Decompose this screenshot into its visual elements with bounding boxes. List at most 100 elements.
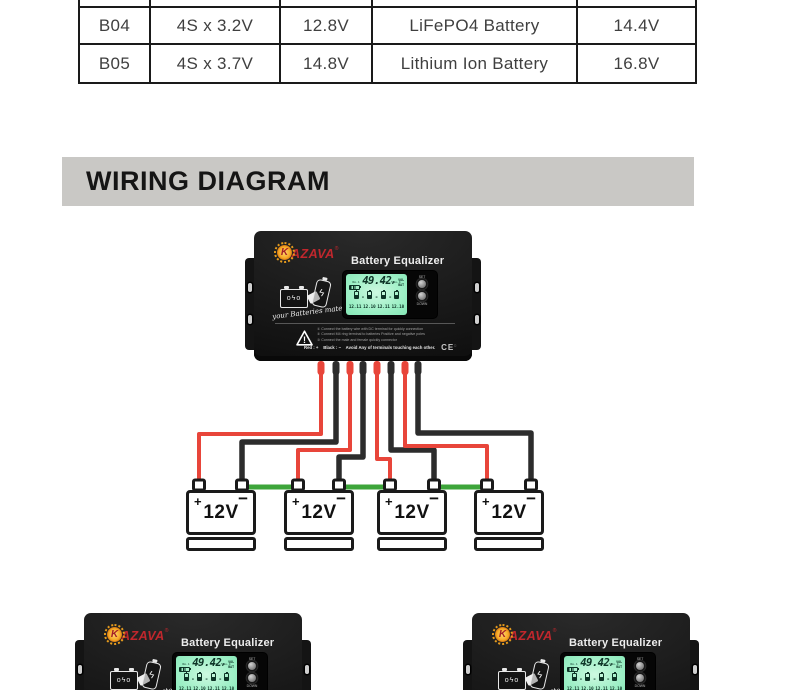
cell-battery-icon — [353, 290, 359, 299]
battery-equalizer-device: K AZAVA ® Battery Equalizer oϟo ϟ your B… — [245, 231, 481, 361]
battery-base — [186, 537, 256, 551]
brand-logo: K AZAVA ® — [492, 624, 557, 646]
battery-body: + 12V − — [474, 489, 544, 535]
wire-negative-1 — [239, 369, 339, 489]
screw-hole — [474, 283, 479, 292]
screw-hole — [77, 665, 82, 674]
battery-12v: + 12V − — [284, 489, 354, 551]
minus-terminal-label: − — [336, 489, 346, 508]
set-button[interactable] — [248, 662, 256, 670]
section-banner: WIRING DIAGRAM — [62, 157, 694, 206]
battery-equalizer-device: K AZAVA ® Battery Equalizer oϟo ϟ your B… — [75, 613, 311, 690]
total-voltage-readout: 49.42v — [362, 275, 394, 287]
cell-row: No.1 - No.2 - No.3 - No.4 — [570, 661, 619, 683]
cell-voltages: 12.11 12.10 12.11 12.10 — [348, 304, 405, 309]
screw-hole — [692, 665, 697, 674]
brand-text: AZAVA — [121, 629, 165, 643]
screw-hole — [465, 665, 470, 674]
battery-cylinder-icon: ϟ — [141, 660, 162, 690]
cell-config: 4S x 3.2V — [151, 8, 281, 43]
battery-equalizer-device: K AZAVA ® Battery Equalizer oϟo ϟ your B… — [463, 613, 699, 690]
equalizer-bottom-right: K AZAVA ® Battery Equalizer oϟo ϟ your B… — [463, 613, 699, 690]
battery-level-icon — [567, 666, 580, 672]
connector-terminals — [317, 361, 422, 375]
battery-cylinder-icon: ϟ — [529, 660, 550, 690]
cell-model: B05 — [80, 45, 151, 82]
set-button[interactable] — [418, 280, 426, 288]
battery-voltage-label: 12V — [394, 502, 430, 523]
equalizer-bottom-left: K AZAVA ® Battery Equalizer oϟo ϟ your B… — [75, 613, 311, 690]
set-button[interactable] — [636, 662, 644, 670]
wires — [197, 369, 534, 490]
brand-text: AZAVA — [291, 247, 335, 261]
wiring-diagram — [192, 361, 538, 492]
set-button-label: SET — [418, 274, 426, 279]
cell-voltages: 12.11 12.10 12.11 12.10 — [566, 686, 623, 690]
brand-text: AZAVA — [509, 629, 553, 643]
wire-positive-4 — [403, 370, 489, 488]
cell-voltage: 14.8V — [281, 45, 373, 82]
battery-voltage-label: 12V — [301, 502, 337, 523]
warning-lines: ① Connect the battery wire with DC termi… — [317, 327, 425, 342]
device-title: Battery Equalizer — [351, 255, 445, 267]
registered-mark: ® — [552, 628, 557, 634]
cell-battery-icon — [394, 290, 400, 299]
down-button-label: DOWN — [416, 302, 428, 306]
screw-hole — [247, 283, 252, 292]
total-voltage-readout: 49.42v — [580, 657, 612, 669]
table-row: B05 4S x 3.7V 14.8V Lithium Ion Battery … — [80, 45, 695, 82]
battery-body: + 12V − — [186, 489, 256, 535]
cell-voltages: 12.11 12.10 12.11 12.10 — [178, 686, 235, 690]
terminal-cap-negative — [359, 361, 367, 375]
down-button[interactable] — [636, 673, 644, 682]
cell-config: 4S x 3.7V — [151, 45, 281, 82]
wire-negative-3 — [388, 369, 437, 489]
cell-max-voltage: 14.4V — [613, 15, 660, 35]
cell-battery-icon — [598, 672, 604, 681]
terminal-cap-negative — [332, 361, 340, 375]
battery-4: + 12V − — [474, 489, 544, 551]
down-button[interactable] — [418, 291, 426, 300]
device-title: Battery Equalizer — [569, 637, 663, 649]
brand-logo: K AZAVA ® — [274, 242, 338, 264]
battery-3: + 12V − — [377, 489, 447, 551]
wire-negative-2 — [336, 369, 366, 489]
down-button[interactable] — [248, 673, 256, 682]
battery-body: + 12V − — [377, 489, 447, 535]
cell-battery-type: LiFePO4 Battery — [373, 8, 578, 43]
mounting-bracket-left — [463, 640, 472, 690]
warning-triangle-icon: ! — [296, 330, 313, 346]
screw-hole — [304, 665, 309, 674]
battery-base — [474, 537, 544, 551]
cell-battery-icon — [224, 672, 230, 681]
terminal-cap-positive — [346, 361, 354, 375]
plus-terminal-label: + — [385, 494, 393, 509]
battery-cylinder-icon: ϟ — [311, 278, 332, 309]
section-title: WIRING DIAGRAM — [86, 166, 330, 196]
cell-battery-type: Lithium Ion Battery — [373, 45, 578, 82]
battery-level-icon — [179, 666, 192, 672]
sun-icon: K — [492, 624, 513, 645]
pack-indicator: 18S — [348, 274, 362, 294]
plus-terminal-label: + — [482, 494, 490, 509]
battery-2: + 12V − — [284, 489, 354, 551]
cell-row: No.1 - No.2 - No.3 - No.4 — [182, 661, 231, 683]
screw-hole — [474, 315, 479, 324]
set-button-label: SET — [248, 656, 256, 661]
cell-voltage: 12.8V — [281, 8, 373, 43]
cell-battery-icon — [210, 672, 216, 681]
battery-box-icon: oϟo — [110, 667, 138, 690]
sun-icon: K — [104, 624, 125, 645]
battery-1: + 12V − — [186, 489, 256, 551]
battery-12v: + 12V − — [474, 489, 544, 551]
plus-terminal-label: + — [292, 494, 300, 509]
mounting-bracket-left — [245, 258, 254, 350]
set-button-label: SET — [636, 656, 644, 661]
battery-box-icon: oϟo — [498, 667, 526, 690]
